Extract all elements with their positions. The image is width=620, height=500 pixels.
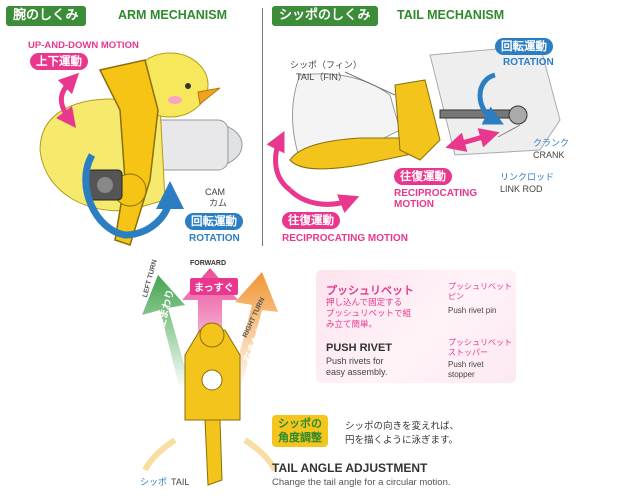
tail-recip2-jp-badge: 往復運動 [282,212,340,229]
stopper-en-label: Push rivet stopper [448,360,484,379]
forward-en-label: FORWARD [190,260,227,267]
angle-desc-jp: シッポの向きを変えれば、 円を描くように泳ぎます。 [345,421,460,446]
angle-desc-en: Change the tail angle for a circular mot… [272,477,451,488]
angle-tag: シッポの 角度調整 [272,415,328,447]
steer-tail-jp-label: シッポ [140,477,168,487]
fin-jp-label: シッポ（フィン） [290,60,362,70]
tail-title-en: TAIL MECHANISM [397,8,505,22]
rivet-title-jp: プッシュリベット [326,284,414,297]
tail-rotation-en-label: ROTATION [503,57,554,68]
arm-title-jp: 腕のしくみ [6,6,86,26]
stopper-jp-label: プッシュリベット ストッパー [448,338,512,357]
arm-mechanism-drawing [39,52,243,246]
tail-title-jp: シッポのしくみ [272,6,378,26]
pin-en-label: Push rivet pin [448,306,497,315]
steer-tail-en-label: TAIL [171,477,190,487]
tail-mechanism-drawing [266,44,561,213]
arm-rotation-en-label: ROTATION [189,233,240,244]
crank-jp-label: クランク [533,138,570,148]
linkrod-jp-label: リンクロッド [500,172,555,182]
rivet-title-en: PUSH RIVET [326,342,393,354]
tail-recip2-en-label: RECIPROCATING MOTION [282,233,408,244]
fin-en-label: TAIL（FIN） [296,72,347,82]
updown-jp-badge: 上下運動 [30,53,88,70]
cam-jp-label: カム [209,198,228,208]
tail-recip-en-label-2: MOTION [394,199,434,210]
steering-drawing [142,268,278,486]
crank-en-label: CRANK [533,150,565,160]
arm-title-en: ARM MECHANISM [118,8,228,22]
linkrod-en-label: LINK ROD [500,184,543,194]
section-divider [262,8,263,246]
cam-en-label: CAM [205,187,225,197]
updown-en-label: UP-AND-DOWN MOTION [28,40,139,51]
arm-rotation-jp-badge: 回転運動 [185,213,243,230]
tail-recip-jp-badge: 往復運動 [394,168,452,185]
push-rivet-panel [316,270,516,383]
forward-jp-badge: まっすぐ [190,278,238,295]
angle-title-en: TAIL ANGLE ADJUSTMENT [272,461,428,475]
tail-recip-en-label-1: RECIPROCATING [394,188,478,199]
pin-jp-label: プッシュリベット ピン [448,282,512,301]
tail-rotation-jp-badge: 回転運動 [495,38,553,55]
rivet-desc-jp: 押し込んで固定する プッシュリベットで組 み立て簡単。 [326,298,412,330]
rivet-desc-en: Push rivets for easy assembly. [326,356,388,377]
